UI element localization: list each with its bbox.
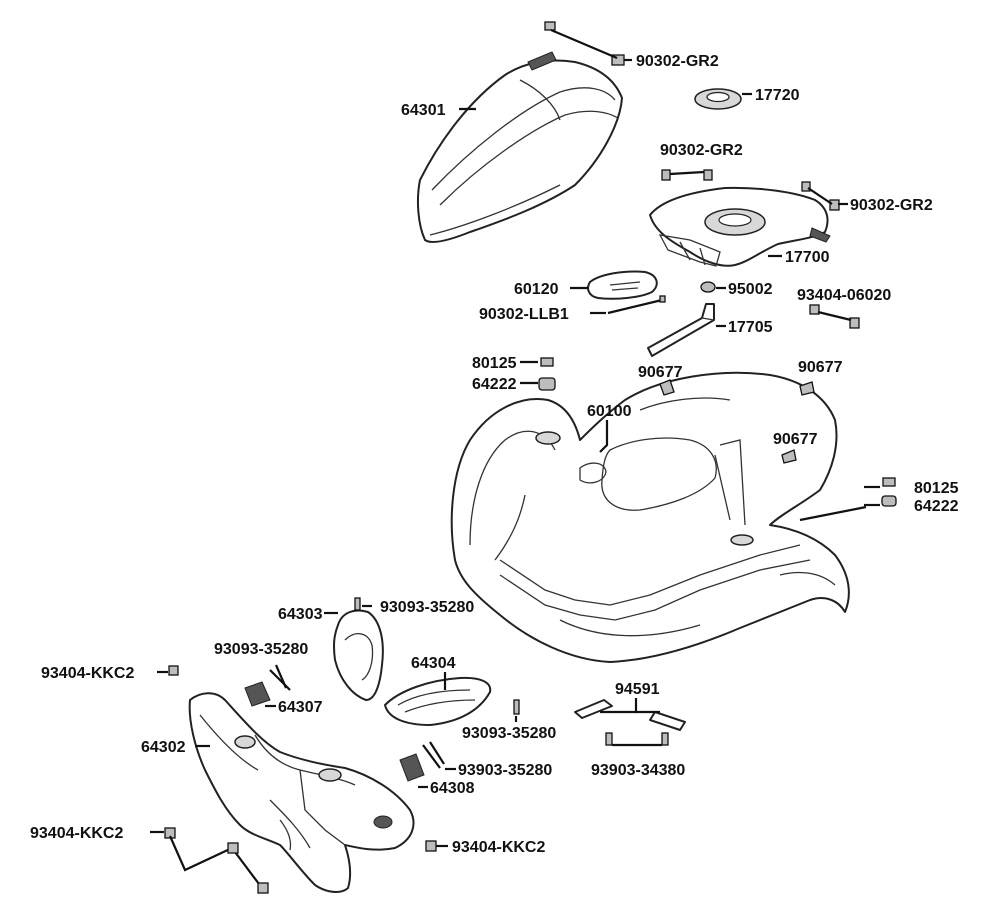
part-64302-front-bumper[interactable] [188, 692, 415, 893]
label-80125: 80125 [914, 480, 959, 497]
label-60100: 60100 [587, 403, 632, 420]
label-17705: 17705 [728, 319, 773, 336]
label-64302: 64302 [141, 739, 186, 756]
part-60120-cap[interactable] [587, 270, 658, 300]
label-93404-06020: 93404-06020 [797, 287, 891, 304]
part-17700-tank-cover[interactable] [649, 186, 831, 267]
label-90677: 90677 [798, 359, 843, 376]
grommet-icon [538, 357, 556, 391]
label-93093-35280: 93093-35280 [214, 641, 308, 658]
part-17705-tube[interactable] [647, 303, 715, 357]
label-80125: 80125 [472, 355, 517, 372]
label-95002: 95002 [728, 281, 773, 298]
label-64222: 64222 [472, 376, 517, 393]
part-64307-reflector[interactable] [244, 681, 271, 707]
label-90302-gr2: 90302-GR2 [660, 142, 743, 159]
bolt-icon [164, 665, 437, 894]
label-93404-kkc2: 93404-KKC2 [452, 839, 545, 856]
hardware-bolts [164, 21, 897, 894]
part-17720-ring[interactable] [694, 88, 742, 110]
label-94591: 94591 [615, 681, 660, 698]
label-64303: 64303 [278, 606, 323, 623]
bolt-icon [661, 169, 713, 181]
label-93903-34380: 93903-34380 [591, 762, 685, 779]
screw-icon [269, 597, 520, 769]
part-64304-side-cover[interactable] [384, 676, 492, 726]
label-64304: 64304 [411, 655, 456, 672]
label-64307: 64307 [278, 699, 323, 716]
label-64222: 64222 [914, 498, 959, 515]
label-90677: 90677 [773, 431, 818, 448]
label-93404-kkc2: 93404-KKC2 [41, 665, 134, 682]
part-94591-strips[interactable] [574, 699, 686, 731]
label-93903-35280: 93903-35280 [458, 762, 552, 779]
part-95002-clip[interactable] [700, 281, 716, 293]
part-labels: 90302-GR2 17720 64301 90302-GR2 90302-GR… [30, 53, 959, 856]
label-64301: 64301 [401, 102, 446, 119]
clip-icon [659, 379, 815, 464]
label-90302-gr2: 90302-GR2 [636, 53, 719, 70]
part-60100-front-fender[interactable] [450, 371, 850, 663]
bolt-icon [544, 21, 625, 66]
label-93093-35280: 93093-35280 [380, 599, 474, 616]
label-93404-kkc2: 93404-KKC2 [30, 825, 123, 842]
label-90302-llb1: 90302-LLB1 [479, 306, 569, 323]
screw-icon [607, 295, 666, 315]
label-17700: 17700 [785, 249, 830, 266]
part-64301-seat-cowl[interactable] [416, 51, 623, 243]
screw-icon [605, 732, 669, 747]
label-90302-gr2: 90302-GR2 [850, 197, 933, 214]
label-60120: 60120 [514, 281, 559, 298]
part-64303-side-cover[interactable] [333, 609, 384, 701]
label-93093-35280: 93093-35280 [462, 725, 556, 742]
part-64308-reflector[interactable] [399, 753, 425, 782]
label-90677: 90677 [638, 364, 683, 381]
leader-lines [150, 58, 880, 848]
label-64308: 64308 [430, 780, 475, 797]
label-17720: 17720 [755, 87, 800, 104]
grommet-icon [881, 477, 897, 507]
bolt-icon [809, 304, 860, 329]
